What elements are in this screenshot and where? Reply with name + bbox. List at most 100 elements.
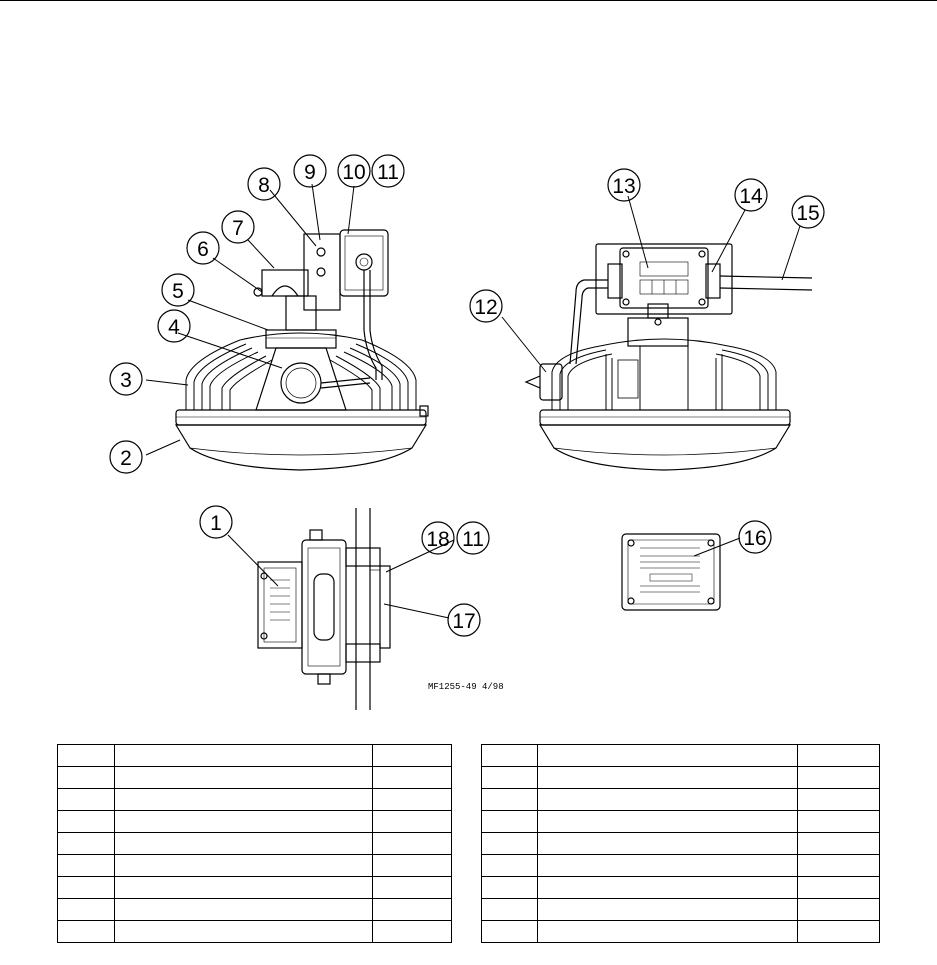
callout-16: 16 (738, 520, 772, 554)
table-row (57, 788, 452, 811)
table-cell (372, 876, 452, 899)
svg-text:2: 2 (120, 447, 132, 470)
callout-9: 9 (293, 154, 327, 188)
callout-11b: 11 (456, 521, 490, 555)
table-cell (372, 898, 452, 921)
callout-15: 15 (791, 195, 825, 229)
svg-text:1: 1 (210, 512, 222, 535)
svg-text:4: 4 (168, 316, 180, 339)
table-cell (537, 744, 798, 767)
parts-diagram: 1 2 3 4 5 6 7 8 9 10 11 12 13 14 15 16 1… (109, 154, 825, 710)
drawing-code: MF1255-49 4/98 (428, 682, 504, 692)
table-row (481, 788, 880, 811)
table-cell (481, 744, 538, 767)
table-row (481, 920, 880, 943)
svg-text:11: 11 (462, 528, 484, 551)
table-cell (481, 854, 538, 877)
table-row (481, 898, 880, 921)
table-cell (797, 832, 880, 855)
table-row (57, 876, 452, 899)
table-row (57, 766, 452, 789)
callout-balloons: 1 2 3 4 5 6 7 8 9 10 11 12 13 14 15 16 1… (109, 154, 825, 637)
table-cell (481, 766, 538, 789)
table-cell (481, 788, 538, 811)
callout-10: 10 (337, 154, 371, 188)
table-cell (114, 876, 373, 899)
table-cell (537, 898, 798, 921)
table-row (481, 876, 880, 899)
table-cell (372, 854, 452, 877)
table-row (57, 854, 452, 877)
callout-14: 14 (734, 178, 768, 212)
callout-3: 3 (109, 362, 143, 396)
svg-text:7: 7 (232, 217, 244, 240)
table-cell (537, 810, 798, 833)
parts-table-left (57, 744, 452, 943)
table-cell (114, 898, 373, 921)
table-row (57, 898, 452, 921)
svg-text:3: 3 (120, 369, 132, 392)
table-cell (481, 876, 538, 899)
table-cell (57, 766, 115, 789)
table-cell (481, 810, 538, 833)
callout-5: 5 (161, 273, 195, 307)
table-cell (372, 766, 452, 789)
svg-text:12: 12 (474, 296, 497, 319)
table-cell (114, 854, 373, 877)
table-cell (57, 854, 115, 877)
table-row (57, 744, 452, 767)
table-cell (57, 920, 115, 943)
side-view-luminaire (524, 243, 813, 471)
table-cell (114, 810, 373, 833)
callout-17: 17 (447, 603, 481, 637)
table-cell (537, 788, 798, 811)
callout-11: 11 (371, 154, 405, 188)
table-cell (57, 788, 115, 811)
svg-text:16: 16 (743, 527, 766, 550)
svg-text:5: 5 (172, 280, 184, 303)
front-view-luminaire (174, 229, 429, 471)
callout-2: 2 (109, 440, 143, 474)
table-cell (57, 744, 115, 767)
table-row (481, 854, 880, 877)
control-assembly-view (257, 508, 391, 710)
table-cell (372, 788, 452, 811)
table-cell (372, 810, 452, 833)
table-row (57, 810, 452, 833)
table-cell (537, 854, 798, 877)
svg-text:8: 8 (258, 174, 270, 197)
svg-text:14: 14 (739, 185, 763, 208)
table-row (481, 832, 880, 855)
table-cell (57, 810, 115, 833)
table-row (57, 920, 452, 943)
table-cell (57, 876, 115, 899)
table-cell (114, 766, 373, 789)
table-cell (537, 832, 798, 855)
table-cell (797, 766, 880, 789)
table-cell (372, 832, 452, 855)
callout-1: 1 (199, 505, 233, 539)
callout-12: 12 (469, 289, 503, 323)
table-cell (372, 920, 452, 943)
callout-leaders (145, 183, 801, 619)
table-cell (114, 744, 373, 767)
callout-6: 6 (186, 231, 220, 265)
parts-table-right (481, 744, 880, 943)
nameplate-view (621, 533, 721, 611)
svg-text:18: 18 (426, 528, 449, 551)
svg-text:9: 9 (304, 161, 316, 184)
svg-text:11: 11 (377, 161, 399, 184)
table-cell (797, 810, 880, 833)
table-row (481, 766, 880, 789)
table-cell (481, 920, 538, 943)
svg-text:17: 17 (452, 610, 475, 633)
table-cell (481, 832, 538, 855)
table-cell (797, 788, 880, 811)
callout-4: 4 (157, 309, 191, 343)
table-cell (537, 920, 798, 943)
table-row (481, 810, 880, 833)
table-cell (57, 898, 115, 921)
callout-8: 8 (247, 167, 281, 201)
table-cell (797, 876, 880, 899)
table-cell (114, 920, 373, 943)
